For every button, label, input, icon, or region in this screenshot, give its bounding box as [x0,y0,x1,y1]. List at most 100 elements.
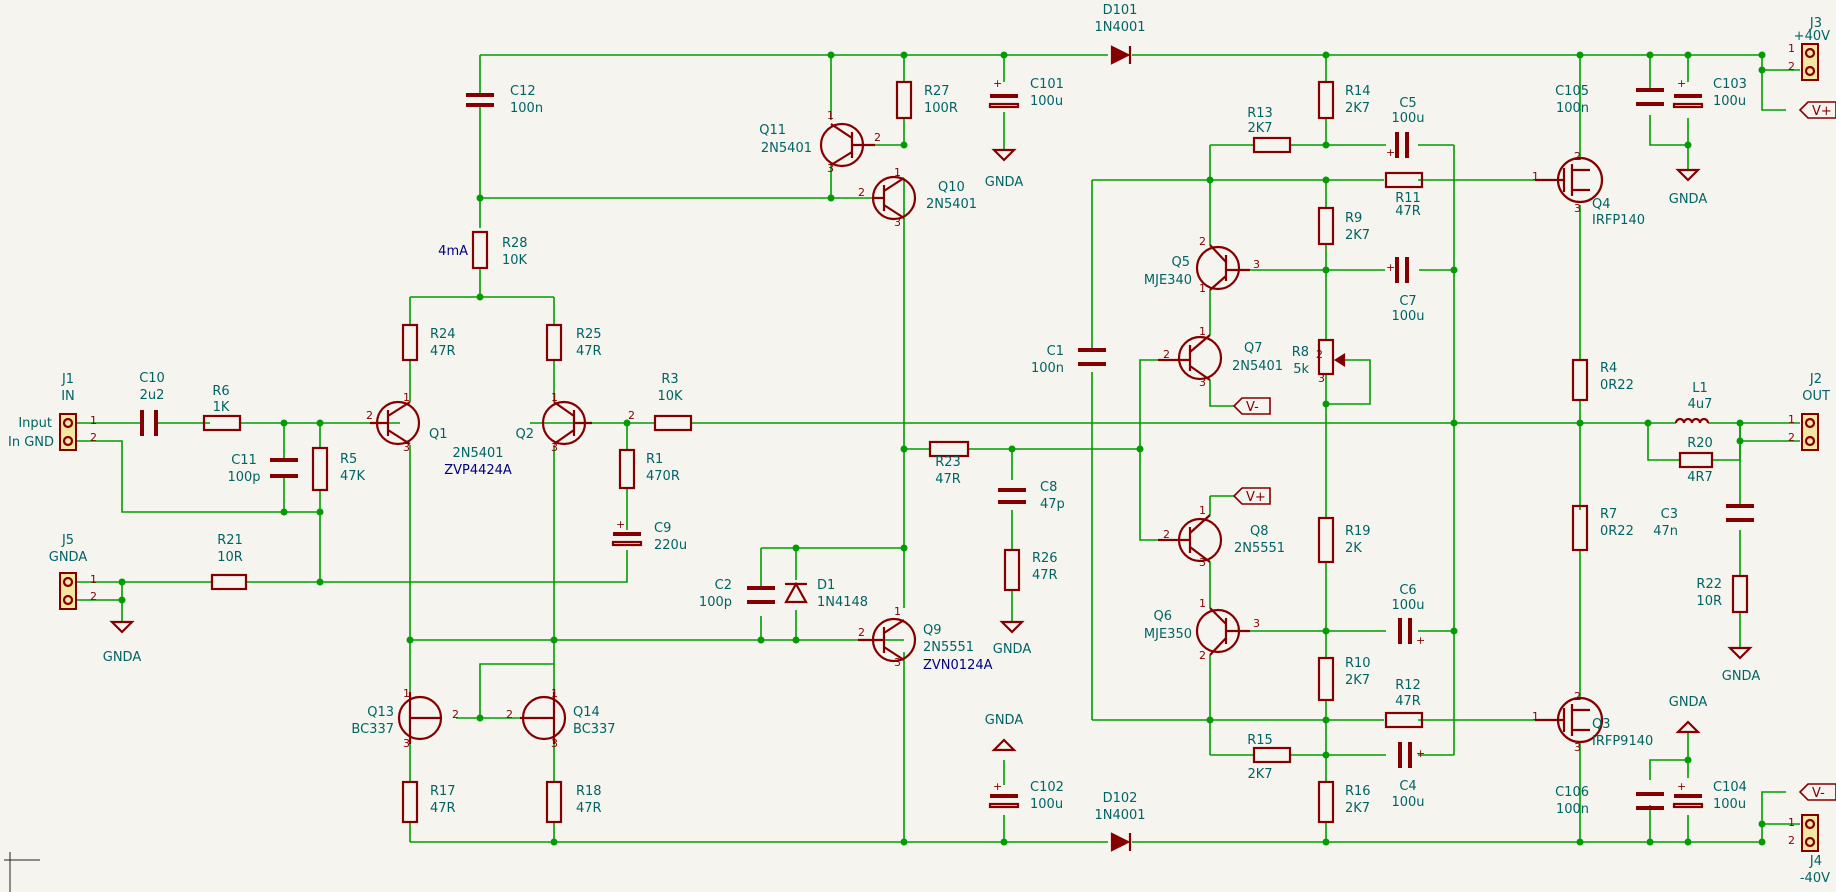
label-q10-val: 2N5401 [926,197,977,212]
label-j4-val: -40V [1800,871,1830,886]
label-j2-ref: J2 [1809,372,1822,387]
label-q3-ref: Q3 [1592,717,1611,732]
label-r9-val: 2K7 [1345,228,1370,243]
connector-j1 [59,413,77,451]
pin-q13-p2: 2 [452,708,459,721]
pin-q8-p1: 1 [1199,504,1206,517]
diode-d102 [1110,832,1132,852]
label-c10-ref: C10 [139,371,165,386]
diodes [784,45,1132,852]
label-c12-val: 100n [510,101,543,116]
resistor-r22 [1731,574,1749,614]
net-flag-label: V- [1246,400,1259,415]
svg-text:+: + [1677,780,1686,793]
label-r17-ref: R17 [430,784,456,799]
capacitor-c105 [1636,88,1664,106]
svg-text:+: + [1677,77,1686,90]
pin-q7-p1: 1 [1199,325,1206,338]
label-q11-val: 2N5401 [761,141,812,156]
label-c104-gnd: GNDA [1669,695,1708,710]
label-r16-ref: R16 [1345,784,1371,799]
resistor-r13 [1252,136,1292,154]
pin-q8-p3: 3 [1199,556,1206,569]
label-q8-ref: Q8 [1250,524,1269,539]
label-r13-ref: R13 [1247,106,1273,121]
pin-j1-p2: 2 [90,431,97,444]
svg-text:+: + [616,518,625,531]
resistor-r26 [1003,548,1021,592]
net-flags: V+V-V+V- [1232,101,1836,801]
ground-icon [1675,168,1701,182]
label-q2-ref: Q2 [515,427,534,442]
net-flag-vminus2: V- [1798,783,1836,801]
pin-r8-p3: 3 [1318,372,1325,385]
label-q9-val2: ZVN0124A [923,658,993,673]
connector-j3 [1801,43,1819,81]
transistor-q11 [819,122,875,168]
polarized-capacitors: ++ ++ ++ ++ + [611,77,1704,809]
pin-j4-p2: 2 [1788,834,1795,847]
label-q4-ref: Q4 [1592,197,1611,212]
label-r12-ref: R12 [1395,678,1421,693]
label-i-4ma: 4mA [438,244,468,259]
resistor-r25 [545,323,563,362]
label-c6-ref: C6 [1399,583,1416,598]
connector-j2 [1801,413,1819,451]
label-r3-ref: R3 [661,372,678,387]
resistor-r4 [1571,358,1589,402]
transistor-q13 [397,692,443,744]
pin-q6-p3: 3 [1253,617,1260,630]
label-q12-val2: ZVP4424A [444,463,512,478]
label-r5-ref: R5 [340,452,357,467]
label-c4-val: 100u [1391,795,1424,810]
capacitor-c3 [1726,504,1754,522]
label-r4-ref: R4 [1600,361,1617,376]
label-r3-val: 10K [657,389,683,404]
label-c12-ref: C12 [510,84,536,99]
connector-j5 [59,572,77,610]
label-r21-val: 10R [217,550,243,565]
label-r25-ref: R25 [576,327,602,342]
label-c8-ref: C8 [1040,480,1057,495]
label-r9-ref: R9 [1345,211,1362,226]
pin-q10-p3: 3 [894,216,901,229]
label-d102-val: 1N4001 [1094,808,1145,823]
label-j4-ref: J4 [1809,854,1822,869]
label-j5-ref: J5 [61,533,74,548]
diode-d1 [784,581,808,604]
label-q12-val: 2N5401 [452,446,503,461]
capacitor-c106 [1636,792,1664,810]
pin-q3-p2: 2 [1574,690,1581,703]
potentiometer-r8 [1317,338,1346,376]
inductor-l1 [1674,417,1710,424]
label-c10-val: 2u2 [140,388,165,403]
label-j3-val: +40V [1794,29,1830,44]
label-d101-ref: D101 [1103,3,1138,18]
label-r16-val: 2K7 [1345,801,1370,816]
connectors [59,43,1819,852]
ground-icon [991,148,1017,162]
pin-j4-p1: 1 [1788,816,1795,829]
label-r19-val: 2K [1345,541,1362,556]
capacitor-c12 [466,93,494,107]
transistor-q1 [370,400,421,446]
resistor-r17 [401,780,419,824]
resistor-r21 [210,573,248,591]
label-r14-ref: R14 [1345,84,1371,99]
label-q13-val: BC337 [351,722,394,737]
capacitor-c1 [1078,348,1106,366]
label-r26-val: 47R [1032,568,1058,583]
resistor-r6 [202,414,242,432]
resistor-r23 [928,440,970,458]
label-j1-val: IN [61,389,75,404]
label-r12-val: 47R [1395,694,1421,709]
label-r26-gnd: GNDA [993,642,1032,657]
label-q4-val: IRFP140 [1592,213,1645,228]
label-c103-ref: C103 [1713,77,1747,92]
label-r14-val: 2K7 [1345,101,1370,116]
junction-dots [118,51,1766,846]
pin-q13-p1: 1 [403,687,410,700]
label-q13-ref: Q13 [367,705,394,720]
label-r27-val: 100R [924,101,958,116]
